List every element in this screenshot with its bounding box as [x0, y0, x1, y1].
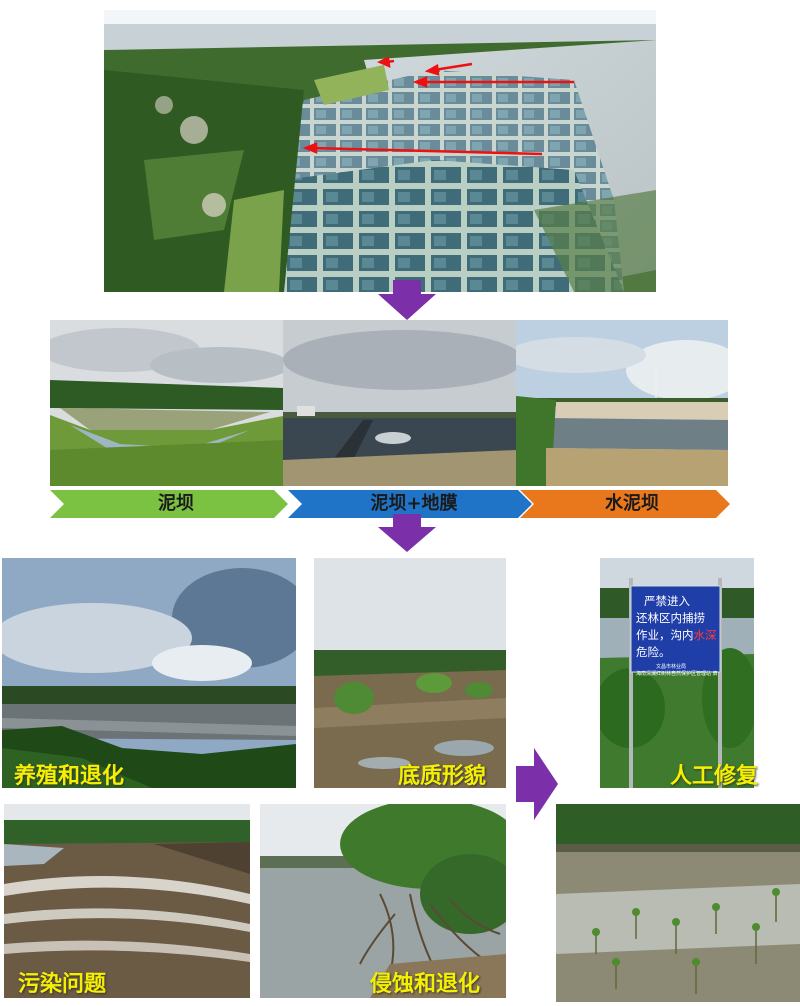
sign-highlight: 水深 [693, 628, 717, 642]
caption-aquaculture-degradation: 养殖和退化 [14, 764, 125, 789]
sign-footer-1: 文昌市林业局 [656, 664, 687, 670]
sign-line-3: 作业，沟内水深 [636, 628, 717, 642]
pollution-problem-photo [4, 804, 250, 998]
right-arrow-icon [516, 748, 558, 820]
sign-footer-2: 海南清澜红树林自然保护区管理站 启 [636, 671, 718, 677]
stage-label-mud-dam-membrane: 泥坝+地膜 [370, 493, 458, 514]
aquaculture-degradation-photo [2, 558, 296, 788]
sign-line-4: 危险。 [636, 645, 671, 659]
mud-dam-membrane-photo [283, 320, 516, 486]
down-arrow-icon [378, 280, 436, 320]
down-arrow-icon [378, 514, 436, 552]
cement-dam-photo [516, 320, 728, 486]
caption-pollution-problem: 污染问题 [18, 972, 107, 997]
mud-dam-photo [50, 320, 283, 486]
erosion-degradation-photo [260, 804, 506, 998]
caption-artificial-restoration: 人工修复 [670, 764, 759, 789]
sign-line-2: 还林区内捕捞 [636, 611, 705, 625]
stage-chevron-bar [50, 490, 730, 518]
stage-label-cement-dam: 水泥坝 [605, 493, 659, 514]
substrate-morphology-photo [314, 558, 506, 788]
sign-line-1: 严禁进入 [644, 594, 690, 608]
chevron-cement-dam [520, 490, 730, 518]
caption-substrate-morphology: 底质形貌 [398, 764, 487, 789]
stage-label-mud-dam: 泥坝 [158, 493, 194, 514]
chevron-mud-dam [50, 490, 288, 518]
chevron-mud-dam-membrane [288, 490, 532, 518]
aerial-photo [104, 10, 656, 292]
artificial-restoration-photo [600, 558, 754, 788]
caption-erosion-degradation: 侵蚀和退化 [370, 972, 481, 997]
mangrove-seedlings-photo [556, 804, 800, 1002]
